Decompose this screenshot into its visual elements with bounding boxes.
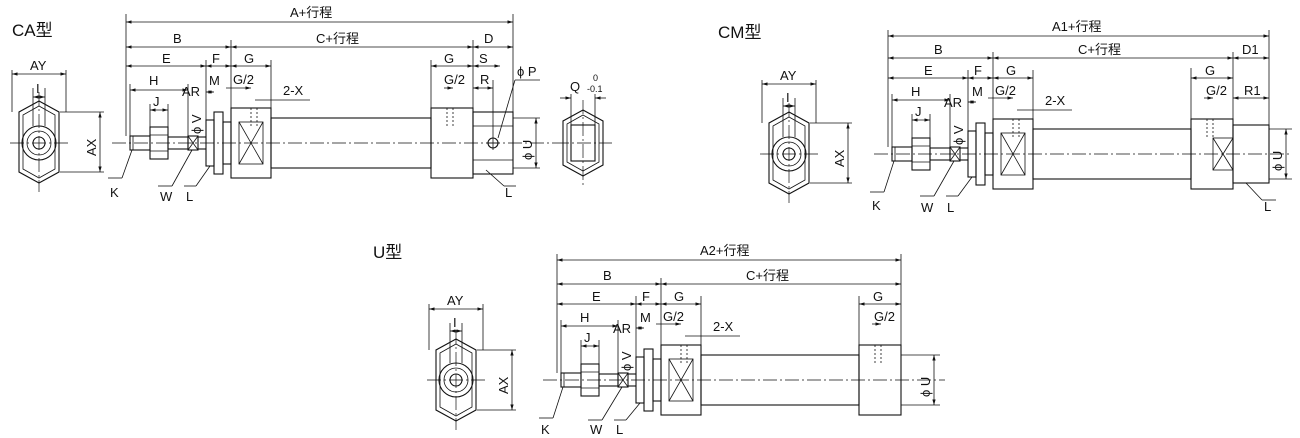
ca-m-dim: M — [209, 73, 220, 88]
u-e-dim: E — [592, 289, 601, 304]
u-view: U型 AY I AX — [373, 243, 945, 437]
u-g1-dim: G — [674, 289, 684, 304]
cm-u-dim: ϕ U — [1270, 151, 1285, 171]
cm-d-dim: D1 — [1242, 42, 1259, 57]
ca-g1-dim: G — [244, 51, 254, 66]
cm-ar-dim: AR — [944, 95, 962, 110]
u-end-view: AY I AX — [427, 293, 516, 430]
u-g2-dim: G — [873, 289, 883, 304]
u-w-label: W — [590, 422, 603, 437]
ca-g2half-dim: G/2 — [444, 72, 465, 87]
cm-k-label: K — [872, 198, 881, 213]
ca-b-dim: B — [173, 31, 182, 46]
cm-x-dim: 2-X — [1045, 93, 1066, 108]
u-u-dim: ϕ U — [918, 377, 933, 397]
ca-ay-label: AY — [30, 58, 47, 73]
cm-w-label: W — [921, 200, 934, 215]
ca-ax-label: AX — [84, 138, 99, 156]
ca-title: CA型 — [12, 21, 53, 40]
cm-v-dim: ϕ V — [951, 125, 966, 145]
u-g2half-dim: G/2 — [874, 309, 895, 324]
ca-j-dim: J — [153, 94, 160, 109]
cm-view: CM型 AY I AX — [718, 19, 1292, 215]
cm-c-dim: C+行程 — [1078, 42, 1121, 57]
u-k-label: K — [541, 422, 550, 437]
ca-a-dim: A+行程 — [290, 5, 332, 20]
u-c-dim: C+行程 — [746, 268, 789, 283]
u-l1-label: L — [616, 422, 623, 437]
u-ax-label: AX — [496, 376, 511, 394]
cm-i-label: I — [786, 90, 790, 105]
cm-ay-label: AY — [780, 68, 797, 83]
u-a-dim: A2+行程 — [700, 243, 750, 258]
u-h-dim: H — [580, 310, 589, 325]
ca-d-dim: D — [484, 31, 493, 46]
ca-q-upper: 0 — [593, 73, 598, 83]
ca-i-label: I — [36, 81, 40, 96]
u-m-dim: M — [640, 310, 651, 325]
cm-title: CM型 — [718, 23, 761, 42]
cm-j-dim: J — [915, 104, 922, 119]
ca-view: CA型 AY I AX — [10, 5, 612, 204]
cm-side-view: A1+行程 B C+行程 D1 E F G G G/2 G/2 — [870, 19, 1292, 215]
u-x-dim: 2-X — [713, 319, 734, 334]
u-title: U型 — [373, 243, 402, 262]
ca-v-dim: ϕ V — [189, 114, 204, 134]
u-f-dim: F — [642, 289, 650, 304]
u-ar-dim: AR — [613, 321, 631, 336]
cm-ax-label: AX — [832, 149, 847, 167]
cm-a-dim: A1+行程 — [1052, 19, 1102, 34]
ca-p-dim: ϕ P — [517, 64, 537, 79]
cm-b-dim: B — [934, 42, 943, 57]
ca-f-dim: F — [212, 51, 220, 66]
cm-f-dim: F — [974, 63, 982, 78]
cm-r-dim: R1 — [1244, 83, 1261, 98]
ca-e-dim: E — [162, 51, 171, 66]
u-ay-label: AY — [447, 293, 464, 308]
cm-h-dim: H — [911, 84, 920, 99]
ca-x-dim: 2-X — [283, 83, 304, 98]
cm-g2half-dim: G/2 — [1206, 83, 1227, 98]
ca-l1-label: L — [186, 189, 193, 204]
u-v-dim: ϕ V — [619, 351, 634, 371]
ca-side-view: A+行程 B C+行程 D E F G G S G/2 G/2 — [108, 5, 555, 204]
u-g1half-dim: G/2 — [663, 309, 684, 324]
cm-g1half-dim: G/2 — [995, 83, 1016, 98]
ca-h-dim: H — [149, 73, 158, 88]
ca-l2-label: L — [505, 185, 512, 200]
cm-end-view: AY I AX — [760, 68, 852, 203]
ca-s-dim: S — [479, 51, 488, 66]
cm-l1-label: L — [947, 200, 954, 215]
ca-end-view: AY I AX — [10, 58, 104, 192]
ca-rod-end-view: Q 0 -0.1 — [555, 73, 612, 186]
ca-g2-dim: G — [444, 51, 454, 66]
u-side-view: A2+行程 B C+行程 E F G G G/2 G/2 H — [539, 243, 945, 437]
ca-q-lower: -0.1 — [587, 84, 603, 94]
cm-l2-label: L — [1264, 199, 1271, 214]
u-i-label: I — [453, 315, 457, 330]
ca-c-dim: C+行程 — [316, 31, 359, 46]
cm-g2-dim: G — [1205, 63, 1215, 78]
u-j-dim: J — [584, 330, 591, 345]
u-b-dim: B — [603, 268, 612, 283]
cm-e-dim: E — [924, 63, 933, 78]
cm-m-dim: M — [972, 84, 983, 99]
ca-g1half-dim: G/2 — [233, 72, 254, 87]
ca-q-label: Q — [570, 79, 580, 94]
ca-r-dim: R — [480, 72, 489, 87]
ca-w-label: W — [160, 189, 173, 204]
cm-g1-dim: G — [1006, 63, 1016, 78]
ca-ar-dim: AR — [182, 84, 200, 99]
ca-u-dim: ϕ U — [520, 140, 535, 160]
ca-k-label: K — [110, 185, 119, 200]
